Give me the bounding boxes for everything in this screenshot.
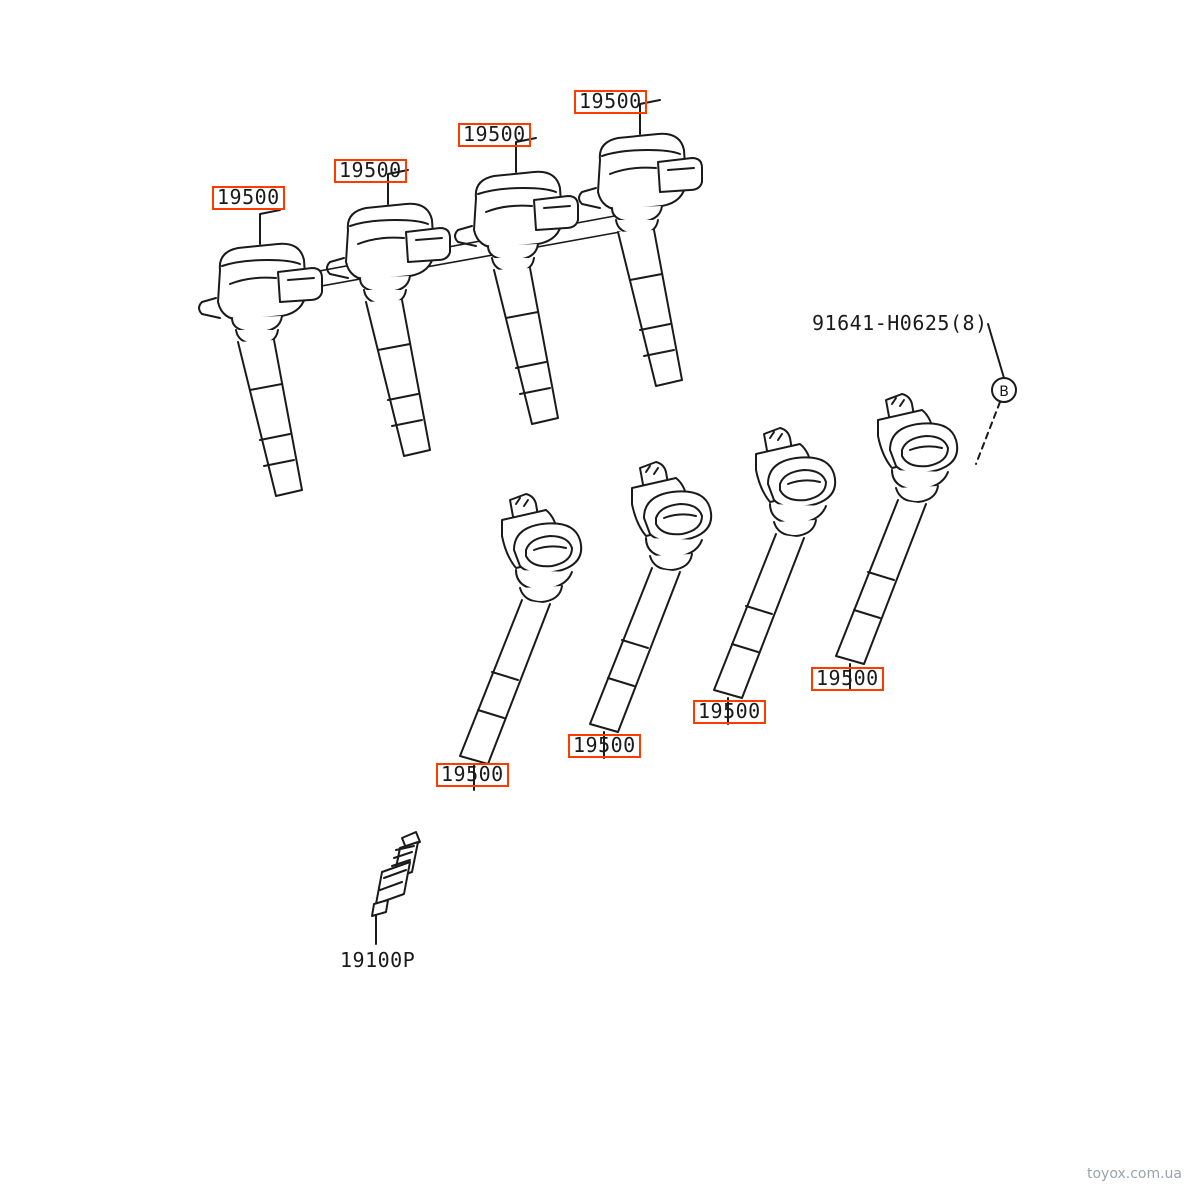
spark-plug-part-number[interactable]: 19100P bbox=[340, 948, 416, 972]
callout-dashed-line bbox=[975, 401, 1001, 465]
upper-coil-1 bbox=[198, 209, 323, 497]
upper-coil-2 bbox=[326, 169, 451, 457]
bolt-part-number[interactable]: 91641-H0625(8) bbox=[812, 311, 988, 335]
lower-coil-2-part-number[interactable]: 19500 bbox=[568, 734, 641, 758]
lower-coil-1-part-number[interactable]: 19500 bbox=[436, 763, 509, 787]
upper-coil-1-part-number[interactable]: 19500 bbox=[212, 186, 285, 210]
upper-coil-4 bbox=[578, 99, 703, 387]
lower-coil-1 bbox=[459, 493, 583, 791]
lower-coil-3-part-number[interactable]: 19500 bbox=[693, 700, 766, 724]
upper-coil-4-part-number[interactable]: 19500 bbox=[574, 90, 647, 114]
lower-coil-4-part-number[interactable]: 19500 bbox=[811, 667, 884, 691]
site-watermark: toyox.com.ua bbox=[1086, 1166, 1182, 1182]
callout-letter-b: B bbox=[999, 384, 1009, 400]
spark-plug-drawing bbox=[371, 831, 421, 945]
lower-coil-4 bbox=[835, 393, 959, 691]
callout-circle-b bbox=[991, 377, 1017, 403]
upper-coil-3-part-number[interactable]: 19500 bbox=[458, 123, 531, 147]
upper-coil-3 bbox=[454, 137, 579, 425]
upper-coil-2-part-number[interactable]: 19500 bbox=[334, 159, 407, 183]
bolt-leader-line bbox=[987, 323, 1005, 379]
